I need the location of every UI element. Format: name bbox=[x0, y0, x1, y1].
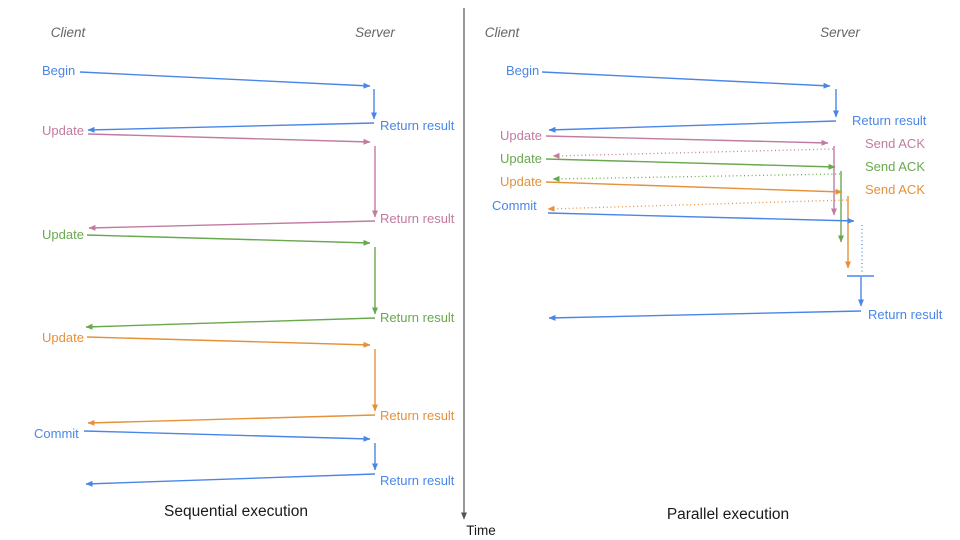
sequential-begin-return-arrow bbox=[87, 122, 375, 133]
sequential-commit-return-label: Return result bbox=[380, 473, 455, 488]
sequential-caption: Sequential execution bbox=[164, 503, 308, 520]
sequential-update1-return-label: Return result bbox=[380, 211, 455, 226]
parallel-update1-label: Update bbox=[500, 128, 542, 143]
sequential-begin-label: Begin bbox=[42, 63, 75, 78]
parallel-begin-return-label: Return result bbox=[852, 113, 927, 128]
sequential-update2-return-label: Return result bbox=[380, 310, 455, 325]
sequential-update3-return-arrow bbox=[87, 414, 376, 426]
sequential-commit-request-arrow bbox=[83, 430, 371, 442]
parallel-commit-return-arrow bbox=[548, 310, 862, 321]
parallel-update2-label: Update bbox=[500, 151, 542, 166]
parallel-update1-ack-arrow bbox=[552, 148, 834, 159]
parallel-update3-ack-label: Send ACK bbox=[865, 182, 925, 197]
parallel-update1-request-arrow bbox=[545, 135, 829, 146]
sequential-commit-label: Commit bbox=[34, 426, 79, 441]
time-axis: Time bbox=[461, 8, 496, 538]
sequential-commit-return-arrow bbox=[85, 473, 376, 487]
sequential-update1-request-arrow bbox=[87, 133, 371, 145]
parallel-commit-return-label: Return result bbox=[868, 307, 943, 322]
sequential-update1-return-arrow bbox=[88, 220, 376, 231]
parallel-update2-ack-arrow bbox=[552, 173, 841, 182]
sequential-begin-return-label: Return result bbox=[380, 118, 455, 133]
parallel-update2-request-arrow bbox=[545, 158, 836, 170]
sequential-update1-label: Update bbox=[42, 123, 84, 138]
parallel-server-header: Server bbox=[820, 25, 860, 40]
parallel-update2-ack-label: Send ACK bbox=[865, 159, 925, 174]
sequential-update2-request-arrow bbox=[86, 234, 371, 246]
parallel-begin-request-arrow bbox=[541, 71, 831, 89]
parallel-update1-ack-label: Send ACK bbox=[865, 136, 925, 151]
parallel-commit-label: Commit bbox=[492, 198, 537, 213]
sequential-update3-label: Update bbox=[42, 330, 84, 345]
sequential-update3-return-label: Return result bbox=[380, 408, 455, 423]
sequential-update2-return-arrow bbox=[85, 317, 376, 330]
time-axis-label: Time bbox=[466, 523, 496, 538]
parallel-caption: Parallel execution bbox=[667, 506, 789, 523]
sequential-update3-request-arrow bbox=[86, 336, 371, 348]
sequential-begin-request-arrow bbox=[79, 71, 371, 89]
parallel-update3-request-arrow bbox=[545, 181, 843, 195]
parallel-begin-return-arrow bbox=[548, 120, 837, 133]
parallel-update3-label: Update bbox=[500, 174, 542, 189]
parallel-commit-request-arrow bbox=[547, 212, 855, 224]
sequential-update2-label: Update bbox=[42, 227, 84, 242]
parallel-begin-label: Begin bbox=[506, 63, 539, 78]
sequential-server-header: Server bbox=[355, 25, 395, 40]
sequential-client-header: Client bbox=[51, 25, 87, 40]
parallel-update3-ack-arrow bbox=[547, 199, 848, 212]
parallel-client-header: Client bbox=[485, 25, 521, 40]
